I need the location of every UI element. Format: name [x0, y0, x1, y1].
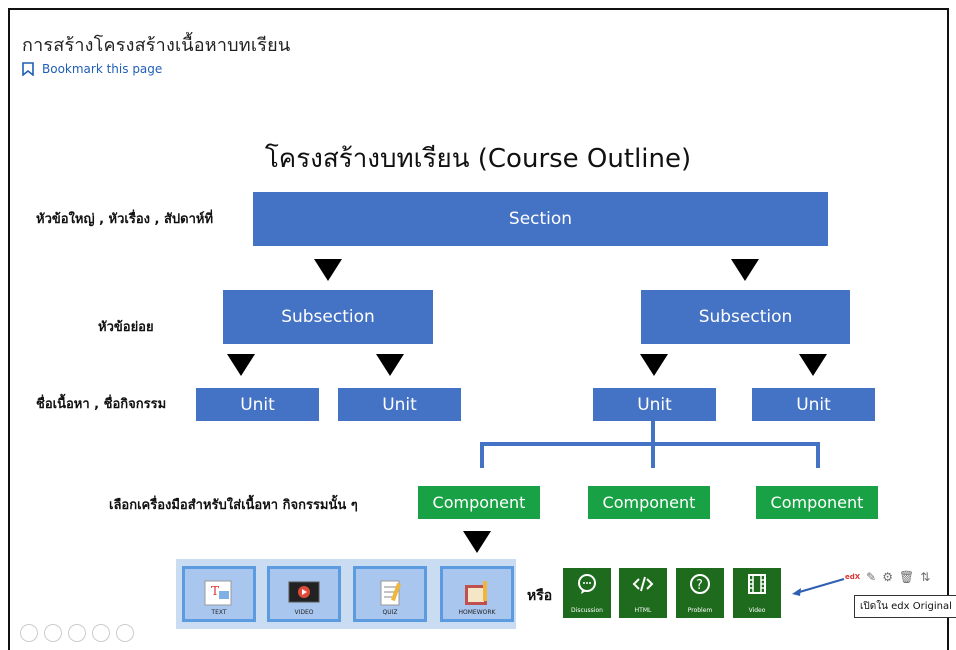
arrow-down-icon [376, 354, 404, 376]
control-icon[interactable] [116, 624, 134, 642]
arrow-down-icon [314, 259, 342, 281]
unit-box: Unit [593, 388, 716, 421]
bottom-controls [20, 624, 134, 642]
svg-text:?: ? [696, 578, 703, 593]
component-box: Component [418, 486, 540, 519]
connector-line [816, 442, 820, 468]
unit-box: Unit [752, 388, 875, 421]
subsection-box: Subsection [223, 290, 433, 344]
text-icon: T [204, 580, 232, 606]
tile-caption: Video [748, 607, 766, 614]
row-label-section: หัวข้อใหญ่ , หัวเรื่อง , สัปดาห์ที่ [36, 212, 214, 227]
row-label-subsection: หัวข้อย่อย [98, 320, 154, 335]
control-icon[interactable] [44, 624, 62, 642]
unit-box: Unit [196, 388, 319, 421]
xblock-toolbar: edX ✎ ⚙ 🗑 ⇅ [845, 570, 930, 584]
tile-caption: HTML [634, 607, 652, 614]
connector-line [480, 442, 820, 446]
control-icon[interactable] [20, 624, 38, 642]
connector-line [480, 442, 484, 468]
tile-caption: Problem [687, 607, 713, 614]
component-box: Component [756, 486, 878, 519]
film-icon [748, 574, 766, 594]
arrow-down-icon [731, 259, 759, 281]
video-icon [288, 581, 320, 603]
gear-icon[interactable]: ⚙ [882, 570, 893, 584]
bookmark-icon [22, 62, 34, 76]
control-icon[interactable] [92, 624, 110, 642]
chat-icon [578, 574, 596, 594]
tool-caption: VIDEO [294, 609, 314, 616]
discussion-tile: Discussion [563, 568, 611, 618]
homework-icon [465, 581, 487, 605]
quiz-tool: QUIZ [353, 566, 427, 622]
tool-caption: QUIZ [382, 609, 398, 616]
edx-logo: edX [845, 573, 861, 581]
video-tool: VIDEO [267, 566, 341, 622]
row-label-component: เลือกเครื่องมือสำหรับใส่เนื้อหา กิจกรรมน… [109, 498, 358, 513]
edit-icon[interactable]: ✎ [866, 570, 877, 584]
subsection-box: Subsection [641, 290, 850, 344]
control-icon[interactable] [68, 624, 86, 642]
video-tile: Video [733, 568, 781, 618]
diagram-title: โครงสร้างบทเรียน (Course Outline) [264, 144, 692, 174]
arrow-down-icon [799, 354, 827, 376]
pointer-arrow-icon [792, 578, 845, 596]
code-icon [632, 576, 654, 592]
question-icon: ? [690, 574, 710, 594]
arrow-down-icon [463, 531, 491, 553]
tooltip: เปิดใน edx Original [854, 595, 956, 618]
tool-caption: HOMEWORK [458, 609, 496, 616]
component-box: Component [588, 486, 710, 519]
bookmark-button[interactable]: Bookmark this page [22, 62, 162, 76]
tool-caption: TEXT [211, 609, 227, 616]
quiz-icon [380, 580, 401, 606]
delete-icon[interactable]: 🗑 [898, 570, 915, 584]
unit-box: Unit [338, 388, 461, 421]
or-label: หรือ [527, 588, 553, 604]
page-title: การสร้างโครงสร้างเนื้อหาบทเรียน [22, 35, 291, 56]
connector-line [651, 421, 655, 443]
homework-tool: HOMEWORK [440, 566, 514, 622]
connector-line [651, 442, 655, 468]
problem-tile: ? Problem [676, 568, 724, 618]
svg-text:T: T [211, 584, 219, 598]
arrow-down-icon [640, 354, 668, 376]
section-box: Section [253, 192, 828, 246]
row-label-unit: ชื่อเนื้อหา , ชื่อกิจกรรม [36, 397, 167, 412]
bookmark-label: Bookmark this page [42, 62, 163, 76]
text-tool: T TEXT [182, 566, 256, 622]
html-tile: HTML [619, 568, 667, 618]
sort-icon[interactable]: ⇅ [920, 570, 931, 584]
tile-caption: Discussion [571, 607, 603, 614]
arrow-down-icon [227, 354, 255, 376]
